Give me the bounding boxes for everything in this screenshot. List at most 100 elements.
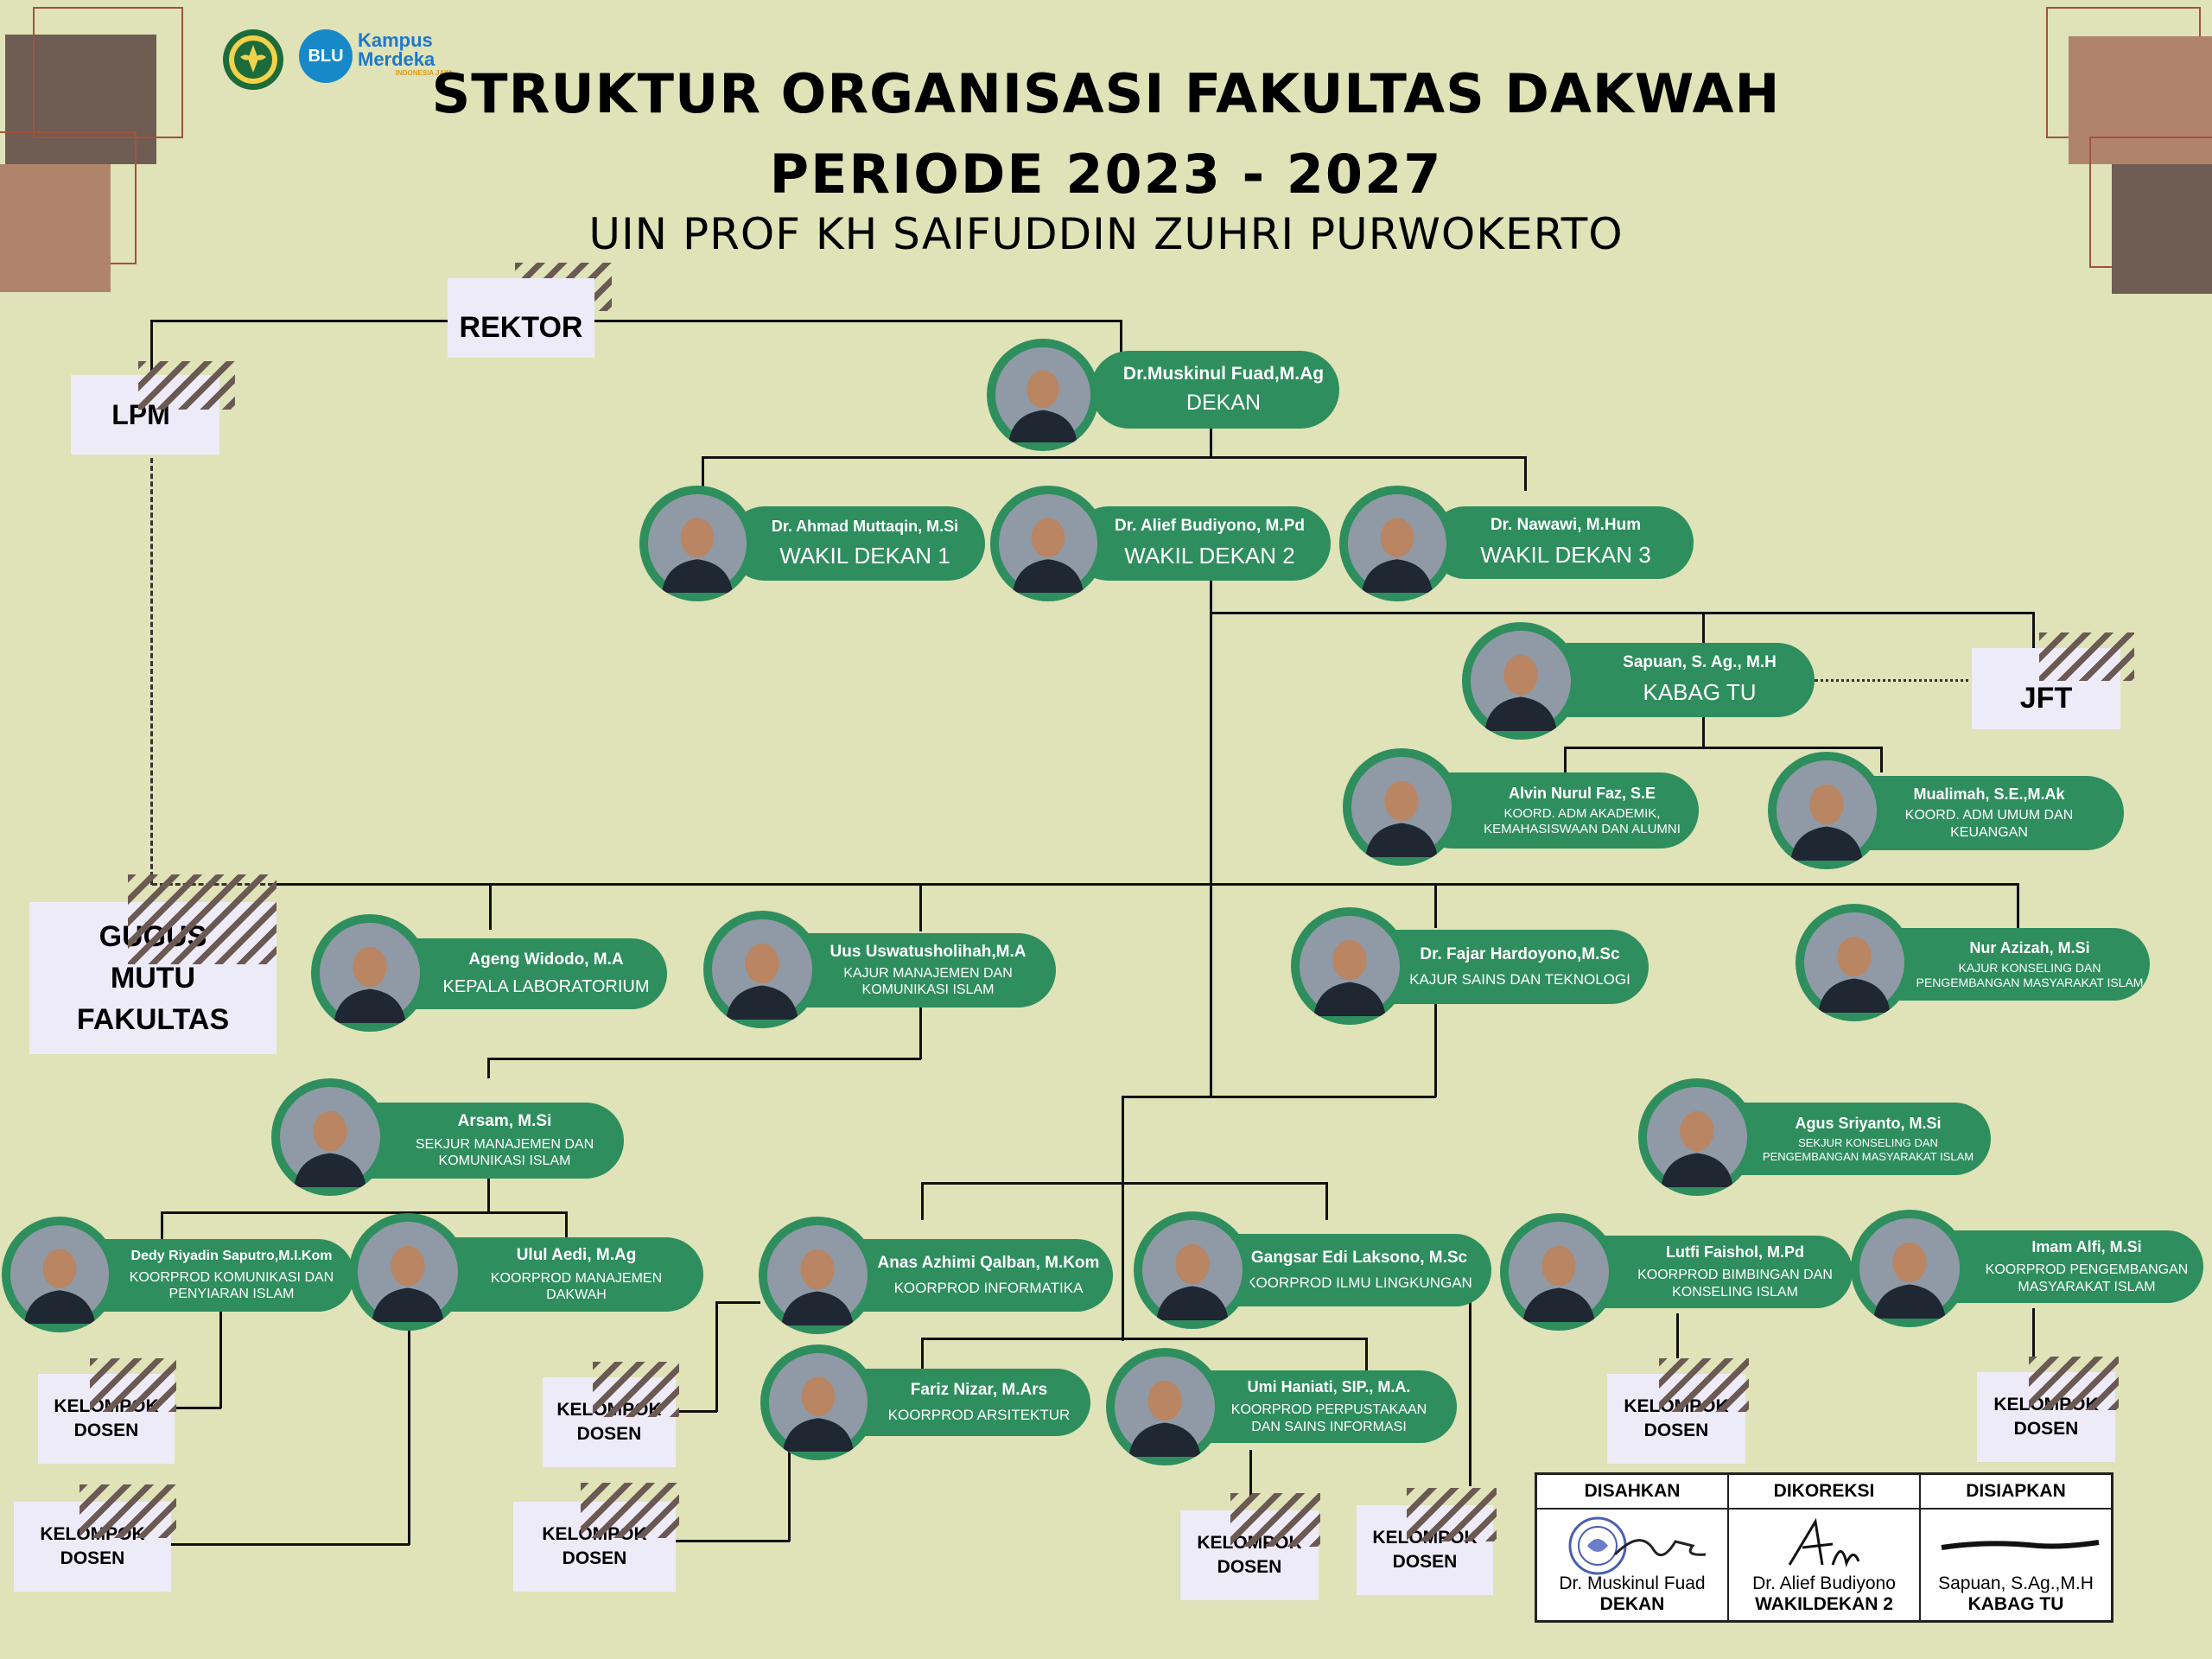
portrait-icon [320, 923, 420, 1023]
portrait-icon [1348, 494, 1446, 593]
kampus-merdeka-logo: Kampus Merdeka INDONESIA JAYA [358, 31, 461, 86]
stripe-decor [79, 1484, 176, 1538]
lutfi-name: Lutfi Faishol, M.Pd [1666, 1243, 1804, 1262]
dedy-name: Dedy Riyadin Saputro,M.I.Kom [130, 1248, 333, 1263]
wd2-avatar [990, 486, 1106, 601]
connector [1325, 1182, 1328, 1220]
connector [702, 456, 1526, 459]
uin-emblem-icon [229, 35, 277, 84]
wd1-role: WAKIL DEKAN 1 [779, 542, 950, 569]
fajar-avatar [1291, 907, 1408, 1025]
connector [715, 1301, 760, 1304]
connector [1120, 320, 1122, 358]
lutfi-avatar [1500, 1213, 1618, 1331]
connector [1564, 747, 1567, 772]
connector [2032, 612, 2035, 652]
fajar-name: Dr. Fajar Hardoyono,M.Sc [1420, 944, 1620, 963]
connector [408, 1305, 410, 1545]
stripe-decor [2039, 632, 2134, 681]
nur-avatar [1796, 904, 1913, 1021]
portrait-icon [712, 919, 812, 1020]
connector [1211, 612, 2034, 614]
wd3-card: Dr. Nawawi, M.Hum WAKIL DEKAN 3 [1429, 506, 1694, 579]
kabag-avatar [1462, 622, 1580, 740]
portrait-icon [280, 1087, 380, 1187]
umi-avatar [1106, 1348, 1224, 1465]
connector [1469, 1300, 1471, 1486]
portrait-icon [1471, 631, 1571, 731]
portrait-icon [1351, 757, 1452, 857]
gangsar-avatar [1134, 1211, 1251, 1329]
umi-role: KOORPROD PERPUSTAKAAN DAN SAINS INFORMAS… [1230, 1402, 1427, 1434]
wd3-role: WAKIL DEKAN 3 [1480, 542, 1651, 569]
decor-square-light-tr [2069, 36, 2212, 164]
alvin-role: KOORD. ADM AKADEMIK, KEMAHASISWAAN DAN A… [1484, 805, 1681, 836]
connector [1210, 423, 1212, 458]
arsam-avatar [271, 1078, 389, 1196]
imam-avatar [1851, 1210, 1968, 1327]
connector [1210, 553, 1212, 885]
arsam-name: Arsam, M.Si [457, 1111, 552, 1130]
connector [788, 1443, 791, 1541]
mualimah-avatar [1768, 752, 1885, 869]
connector [1702, 613, 1705, 643]
connector [161, 1211, 163, 1243]
connector [150, 320, 153, 375]
portrait-icon [995, 347, 1090, 442]
portrait-icon [1509, 1222, 1609, 1322]
connector [921, 1338, 924, 1381]
fariz-role: KOORPROD ARSITEKTUR [887, 1406, 1071, 1423]
alvin-name: Alvin Nurul Faz, S.E [1508, 784, 1656, 802]
stripe-decor [1659, 1358, 1749, 1412]
stripe-decor [593, 1362, 679, 1417]
signature-role: KABAG TU [1967, 1594, 2064, 1614]
portrait-icon [769, 1353, 868, 1452]
nur-name: Nur Azizah, M.Si [1969, 938, 2090, 957]
page-title: STRUKTUR ORGANISASI FAKULTAS DAKWAH [431, 62, 1781, 125]
connector [921, 1182, 924, 1220]
connector [1702, 710, 1705, 748]
portrait-icon [1804, 912, 1904, 1013]
agus-name: Agus Sriyanto, M.Si [1795, 1114, 1942, 1132]
alvin-card: Alvin Nurul Faz, S.E KOORD. ADM AKADEMIK… [1414, 772, 1699, 849]
connector [565, 1211, 568, 1241]
connector [1434, 971, 1437, 1097]
connector [171, 1543, 410, 1546]
connector [487, 1160, 490, 1213]
portrait-icon [1777, 760, 1877, 861]
wd3-avatar [1339, 486, 1455, 601]
signature-col-dikoreksi: DIKOREKSI Dr. Alief Budiyono WAKILDEKAN … [1729, 1475, 1921, 1620]
wd2-name: Dr. Alief Budiyono, M.Pd [1115, 517, 1305, 536]
lutfi-role: KOORPROD BIMBINGAN DAN KONSELING ISLAM [1637, 1268, 1833, 1300]
connector [1122, 1096, 1436, 1098]
nur-role: KAJUR KONSELING DAN PENGEMBANGAN MASYARA… [1916, 960, 2144, 989]
gangsar-role: KOORPROD ILMU LINGKUNGAN [1246, 1274, 1472, 1291]
dashed-connector [150, 458, 153, 885]
dedy-role: KOORPROD KOMUNIKASI DAN PENYIARAN ISLAM [129, 1269, 334, 1301]
portrait-icon [999, 494, 1097, 593]
connector [2017, 883, 2019, 931]
wd1-name: Dr. Ahmad Muttaqin, M.Si [771, 517, 959, 535]
uus-name: Uus Uswatusholihah,M.A [830, 942, 1027, 961]
umi-name: Umi Haniati, SIP., M.A. [1247, 1378, 1411, 1396]
connector [715, 1301, 718, 1412]
official-stamp-icon [1568, 1516, 1707, 1575]
ulul-name: Ulul Aedi, M.Ag [516, 1245, 637, 1264]
portrait-icon [648, 494, 747, 593]
connector [161, 1211, 567, 1214]
connector [1210, 885, 1212, 1096]
kabag-name: Sapuan, S. Ag., M.H [1623, 653, 1777, 672]
stripe-decor [581, 1483, 679, 1538]
connector [1564, 747, 1882, 749]
connector [1249, 1450, 1252, 1500]
dashed-connector [1815, 679, 1975, 682]
signature-header: DISAHKAN [1537, 1475, 1727, 1510]
fariz-avatar [760, 1344, 876, 1460]
gangsar-name: Gangsar Edi Laksono, M.Sc [1250, 1248, 1468, 1267]
dekan-card: Dr.Muskinul Fuad,M.Ag DEKAN [1090, 351, 1339, 429]
stripe-decor [138, 361, 235, 410]
mualimah-role: KOORD. ADM UMUM DAN KEUANGAN [1904, 808, 2074, 840]
connector [1122, 1096, 1124, 1341]
connector [1365, 1338, 1368, 1381]
agus-role: SEKJUR KONSELING DAN PENGEMBANGAN MASYAR… [1762, 1135, 1974, 1163]
